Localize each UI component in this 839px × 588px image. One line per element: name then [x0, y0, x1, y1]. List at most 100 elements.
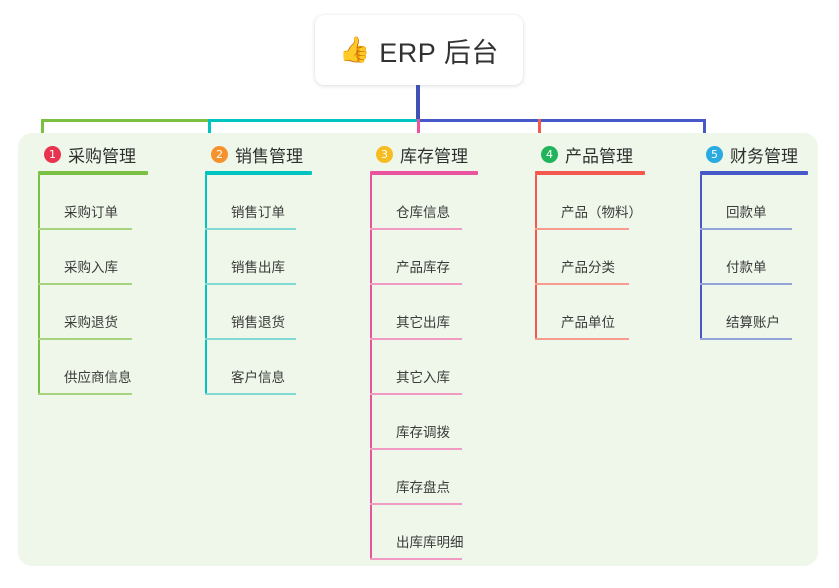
- connector-bar-mid: [209, 119, 418, 122]
- branch-header-3[interactable]: 3 库存管理: [370, 141, 478, 167]
- branch-leaf-underline: [205, 228, 296, 230]
- branch-leaf-item[interactable]: 采购入库: [38, 230, 148, 285]
- branch-leaf-underline: [700, 228, 792, 230]
- branch-leaf-underline: [535, 283, 629, 285]
- branch-leaf-underline: [370, 558, 462, 560]
- branch-spine: [700, 175, 702, 340]
- branch-leaf-underline: [205, 393, 296, 395]
- branch-leaf-underline: [38, 283, 132, 285]
- connector-drop-4: [538, 119, 541, 141]
- branch-item-list: 回款单付款单结算账户: [700, 175, 808, 340]
- branch-underline: [205, 171, 312, 175]
- branch-header-4[interactable]: 4 产品管理: [535, 141, 645, 167]
- branch-underline: [700, 171, 808, 175]
- branch-leaf-label: 出库库明细: [396, 535, 464, 550]
- branch-leaf-underline: [370, 503, 462, 505]
- branch-leaf-underline: [535, 228, 629, 230]
- branch-leaf-label: 结算账户: [726, 315, 780, 330]
- branch-leaf-underline: [38, 228, 132, 230]
- branch-column-2: 2 销售管理销售订单销售出库销售退货客户信息: [205, 141, 312, 395]
- branch-leaf-label: 产品单位: [561, 315, 615, 330]
- branches-panel: [18, 133, 818, 566]
- branch-leaf-label: 库存调拨: [396, 425, 450, 440]
- branch-leaf-underline: [38, 393, 132, 395]
- branch-header-1[interactable]: 1 采购管理: [38, 141, 148, 167]
- branch-leaf-label: 采购订单: [64, 205, 118, 220]
- branch-leaf-item[interactable]: 库存盘点: [370, 450, 478, 505]
- connector-bar-right: [418, 119, 706, 122]
- branch-leaf-item[interactable]: 销售出库: [205, 230, 312, 285]
- branch-leaf-underline: [370, 448, 462, 450]
- branch-leaf-item[interactable]: 仓库信息: [370, 175, 478, 230]
- branch-leaf-label: 付款单: [726, 260, 767, 275]
- branch-spine: [370, 175, 372, 560]
- branch-item-list: 销售订单销售出库销售退货客户信息: [205, 175, 312, 395]
- branch-item-list: 采购订单采购入库采购退货供应商信息: [38, 175, 148, 395]
- branch-leaf-item[interactable]: 产品单位: [535, 285, 645, 340]
- root-node-card[interactable]: 👍 ERP 后台: [315, 15, 523, 85]
- branch-title: 销售管理: [235, 146, 303, 166]
- branch-leaf-underline: [205, 283, 296, 285]
- branch-leaf-item[interactable]: 销售订单: [205, 175, 312, 230]
- branch-leaf-underline: [370, 228, 462, 230]
- branch-underline: [370, 171, 478, 175]
- branch-leaf-underline: [38, 338, 132, 340]
- branch-leaf-underline: [700, 338, 792, 340]
- branch-leaf-item[interactable]: 销售退货: [205, 285, 312, 340]
- branch-number-badge: 4: [541, 145, 558, 163]
- branch-title: 库存管理: [400, 146, 468, 166]
- branch-leaf-item[interactable]: 付款单: [700, 230, 808, 285]
- branch-leaf-label: 回款单: [726, 205, 767, 220]
- branch-leaf-underline: [370, 338, 462, 340]
- branch-leaf-label: 其它出库: [396, 315, 450, 330]
- connector-drop-5: [703, 119, 706, 141]
- branch-leaf-label: 供应商信息: [64, 370, 132, 385]
- branch-leaf-label: 产品库存: [396, 260, 450, 275]
- branch-number-badge: 1: [44, 145, 61, 163]
- branch-leaf-label: 产品（物料）: [561, 205, 642, 220]
- branch-column-4: 4 产品管理产品（物料） 产品分类产品单位: [535, 141, 645, 340]
- branch-leaf-label: 销售退货: [231, 315, 285, 330]
- branch-leaf-item[interactable]: 其它入库: [370, 340, 478, 395]
- branch-spine: [205, 175, 207, 395]
- branch-leaf-underline: [370, 393, 462, 395]
- branch-leaf-item[interactable]: 其它出库: [370, 285, 478, 340]
- branch-leaf-item[interactable]: 供应商信息: [38, 340, 148, 395]
- branch-leaf-label: 产品分类: [561, 260, 615, 275]
- branch-leaf-item[interactable]: 采购订单: [38, 175, 148, 230]
- branch-leaf-underline: [700, 283, 792, 285]
- branch-number-badge: 2: [211, 145, 228, 163]
- branch-column-3: 3 库存管理仓库信息产品库存其它出库其它入库库存调拨库存盘点出库库明细: [370, 141, 478, 560]
- branch-column-1: 1 采购管理采购订单采购入库采购退货供应商信息: [38, 141, 148, 395]
- branch-title: 采购管理: [68, 146, 136, 166]
- branch-number-badge: 3: [376, 145, 393, 163]
- page-title: ERP 后台: [379, 37, 499, 68]
- connector-drop-2: [208, 119, 211, 141]
- branch-leaf-underline: [370, 283, 462, 285]
- branch-header-2[interactable]: 2 销售管理: [205, 141, 312, 167]
- branch-leaf-item[interactable]: 产品库存: [370, 230, 478, 285]
- branch-leaf-underline: [205, 338, 296, 340]
- branch-leaf-label: 销售出库: [231, 260, 285, 275]
- branch-leaf-item[interactable]: 出库库明细: [370, 505, 478, 560]
- branch-leaf-item[interactable]: 产品分类: [535, 230, 645, 285]
- branch-leaf-label: 仓库信息: [396, 205, 450, 220]
- branch-leaf-underline: [535, 338, 629, 340]
- branch-leaf-label: 销售订单: [231, 205, 285, 220]
- branch-leaf-item[interactable]: 客户信息: [205, 340, 312, 395]
- branch-leaf-item[interactable]: 回款单: [700, 175, 808, 230]
- connector-bar-left: [42, 119, 209, 122]
- connector-drop-1: [41, 119, 44, 141]
- branch-leaf-item[interactable]: 库存调拨: [370, 395, 478, 450]
- branch-leaf-item[interactable]: 产品（物料）: [535, 175, 645, 230]
- branch-title: 产品管理: [565, 146, 633, 166]
- connector-drop-3: [417, 119, 420, 141]
- branch-leaf-label: 客户信息: [231, 370, 285, 385]
- branch-leaf-item[interactable]: 结算账户: [700, 285, 808, 340]
- branch-underline: [535, 171, 645, 175]
- branch-leaf-item[interactable]: 采购退货: [38, 285, 148, 340]
- root-node-content: 👍 ERP 后台: [339, 31, 499, 70]
- thumbs-up-icon: 👍: [339, 35, 371, 64]
